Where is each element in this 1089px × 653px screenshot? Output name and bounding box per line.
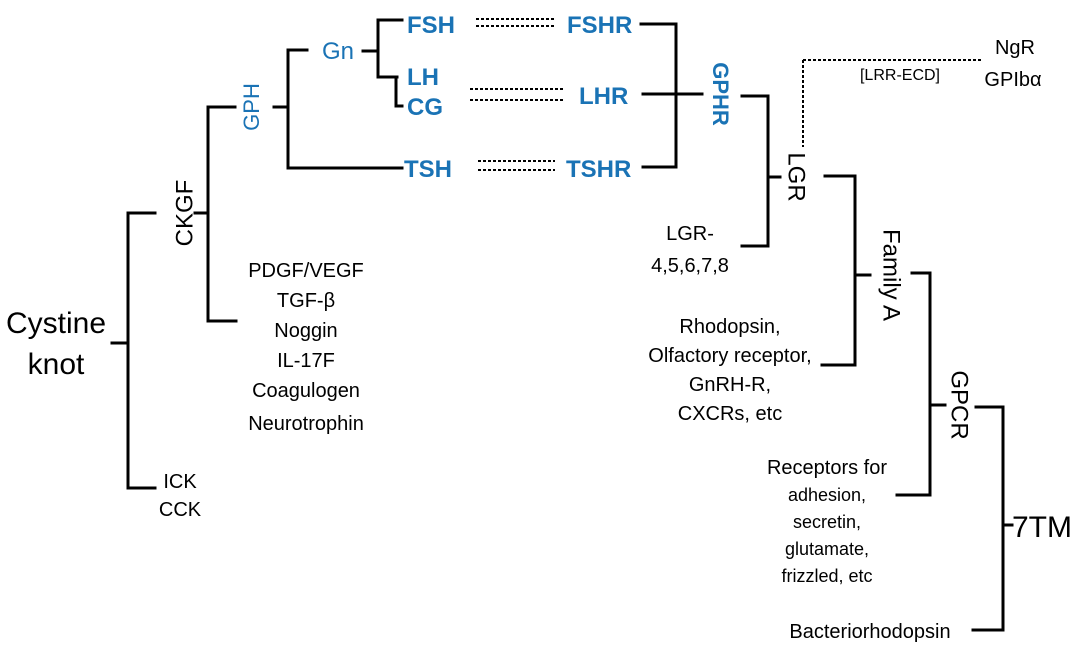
tm7-branch [971,405,1014,632]
node-gpiba: GPIbα [984,69,1041,91]
member-pdgf-vegf: PDGF/VEGF [248,260,364,282]
member-noggin: Noggin [274,320,337,342]
node-gph: GPH [239,83,264,131]
member-olfactory-receptor: Olfactory receptor, [648,345,811,367]
node-gpcr: GPCR [946,370,973,439]
family-a-members: Rhodopsin, Olfactory receptor, GnRH-R, C… [648,316,811,425]
node-gphr: GPHR [708,62,733,126]
member-gnrh-r: GnRH-R, [689,374,771,396]
member-coagulogen: Coagulogen [252,380,360,402]
node-bacteriorhodopsin: Bacteriorhodopsin [789,621,950,643]
member-frizzled: frizzled, etc [781,566,872,586]
node-lhr: LHR [579,83,628,110]
family-a-branch [820,174,872,367]
gpcr-members: Receptors for adhesion, secretin, glutam… [767,457,887,586]
ckgf-branch [193,105,238,323]
node-family-a: Family A [878,229,905,321]
node-gn: Gn [322,38,354,65]
member-secretin: secretin, [793,512,861,532]
member-receptors-for: Receptors for [767,457,887,479]
member-neurotrophin: Neurotrophin [248,413,364,435]
node-lgr-others-line1: LGR- [666,223,714,245]
node-cg: CG [407,94,443,121]
node-fshr: FSHR [567,12,632,39]
ligand-receptor-links [470,18,563,171]
gpcr-branch [895,271,947,497]
node-ngr: NgR [995,37,1035,59]
ckgf-members: PDGF/VEGF TGF-β Noggin IL-17F Coagulogen… [248,260,364,435]
node-lh: LH [407,64,439,91]
lgr-branch [740,94,782,248]
member-cck: CCK [159,499,202,521]
gphr-branch [639,22,704,169]
member-glutamate: glutamate, [785,539,869,559]
member-adhesion: adhesion, [788,485,866,505]
lrr-ecd-link [802,59,983,147]
member-il-17f: IL-17F [277,350,335,372]
node-cystine-knot-line2: knot [28,348,85,381]
gn-branch [361,18,404,108]
member-rhodopsin: Rhodopsin, [679,316,780,338]
node-fsh: FSH [407,12,455,39]
member-cxcrs: CXCRs, etc [678,403,782,425]
node-cystine-knot-line1: Cystine [6,307,106,340]
node-7tm: 7TM [1012,511,1072,544]
node-tsh: TSH [404,156,452,183]
node-lgr: LGR [783,152,810,201]
cystine-knot-branch [110,211,157,490]
node-lgr-others-line2: 4,5,6,7,8 [651,255,729,277]
member-tgf-beta: TGF-β [277,290,335,312]
gph-branch [272,48,404,170]
member-ick: ICK [163,471,197,493]
label-lrr-ecd: [LRR-ECD] [860,67,940,84]
node-tshr: TSHR [566,156,631,183]
